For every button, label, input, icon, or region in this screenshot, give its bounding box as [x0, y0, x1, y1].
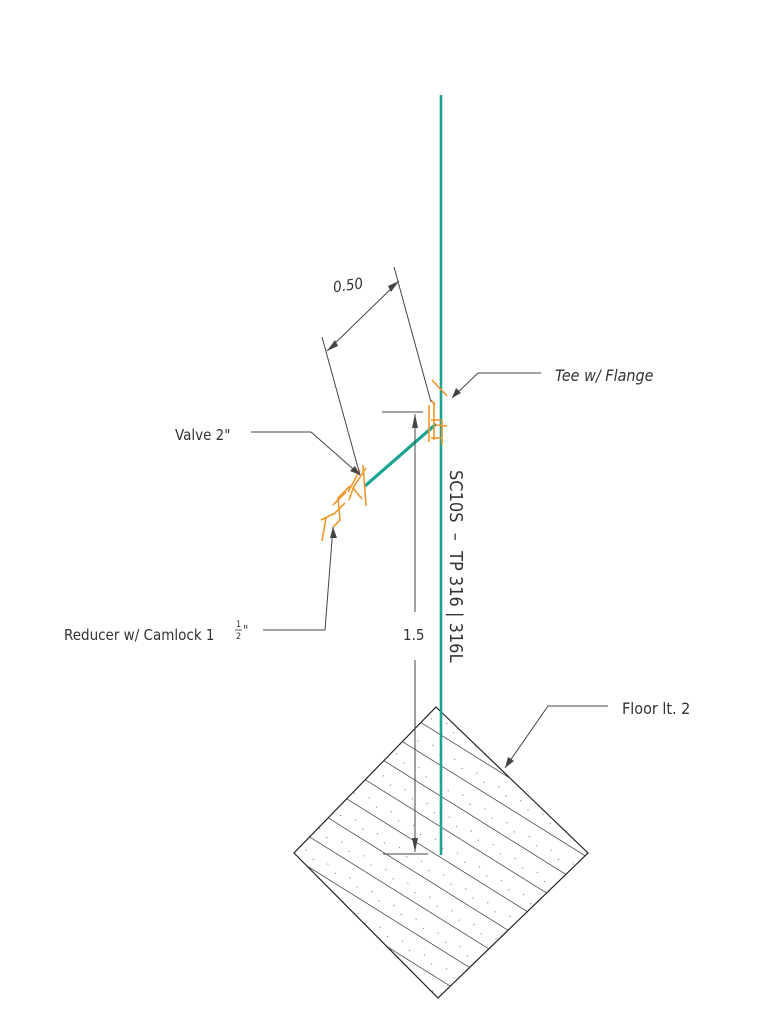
valve-leader — [251, 431, 361, 476]
dimension-height — [382, 411, 428, 855]
valve-label: Valve 2" — [175, 426, 230, 444]
branch-pipe — [363, 422, 438, 488]
reducer-label: Reducer w/ Camlock 1 — [64, 626, 215, 644]
pipe-spec-label: SC10S – TP 316 | 316L — [445, 470, 466, 663]
reducer-camlock-fitting — [320, 485, 351, 542]
floor-leader — [504, 705, 608, 769]
reducer-leader — [263, 526, 337, 631]
dimension-offset — [321, 266, 432, 476]
reducer-inch-mark: " — [243, 624, 248, 639]
dimension-height-label: 1.5 — [403, 626, 424, 644]
floor-label: Floor lt. 2 — [622, 699, 690, 718]
dimension-offset-label: 0.50 — [332, 274, 364, 296]
tee-leader — [451, 372, 541, 399]
tee-flange-fitting — [428, 379, 448, 445]
reducer-fraction-numerator: 1 — [236, 620, 241, 630]
reducer-fraction-denominator: 2 — [236, 632, 241, 642]
tee-label: Tee w/ Flange — [555, 366, 654, 385]
